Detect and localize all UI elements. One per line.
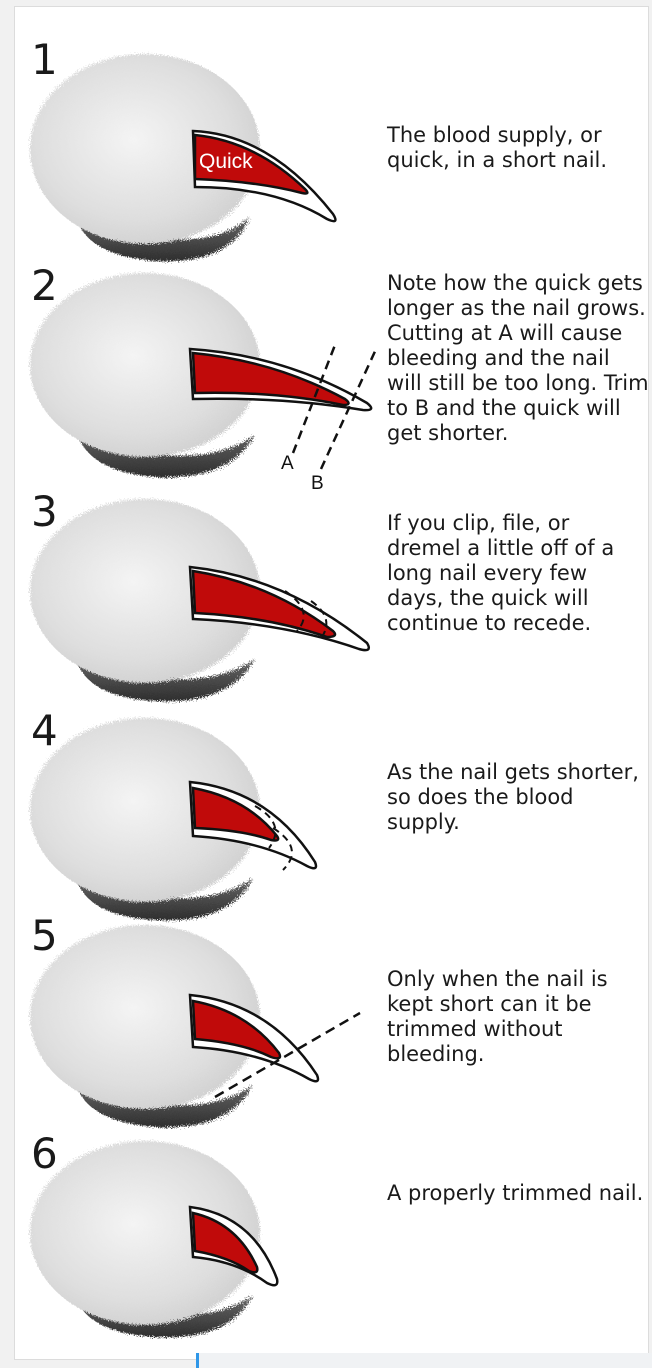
step-caption: As the nail gets shorter, so does the bl…	[387, 760, 649, 835]
paw-illustration: A B	[15, 265, 385, 495]
paw-illustration	[15, 491, 375, 706]
quote-block-edge	[196, 1353, 652, 1368]
step-caption: Only when the nail is kept short can it …	[387, 967, 649, 1067]
step-3: 3 If you clip, file, or dremel a little …	[15, 491, 650, 706]
paw-illustration	[15, 915, 385, 1135]
quick-label: Quick	[199, 150, 253, 173]
cut-label-a: A	[281, 453, 294, 474]
paw-illustration	[15, 710, 375, 925]
step-caption: If you clip, file, or dremel a little of…	[387, 511, 649, 636]
step-caption: The blood supply, or quick, in a short n…	[387, 123, 649, 173]
paw-illustration: Quick	[15, 39, 375, 269]
step-4: 4 As the nail gets shorter, so does the …	[15, 710, 650, 925]
step-caption: Note how the quick gets longer as the na…	[387, 271, 649, 446]
step-caption: A properly trimmed nail.	[387, 1181, 649, 1206]
diagram-card: 1 Quick The blood supply, or quick, in a…	[14, 6, 649, 1360]
paw-illustration	[15, 1133, 375, 1353]
step-5: 5 Only when the nail is kept short can i…	[15, 915, 650, 1135]
step-1: 1 Quick The blood supply, or quick, in a…	[15, 39, 650, 259]
step-2: 2 A B Note how the quick gets longer as …	[15, 265, 650, 490]
step-6: 6 A properly trimmed nail.	[15, 1133, 650, 1353]
